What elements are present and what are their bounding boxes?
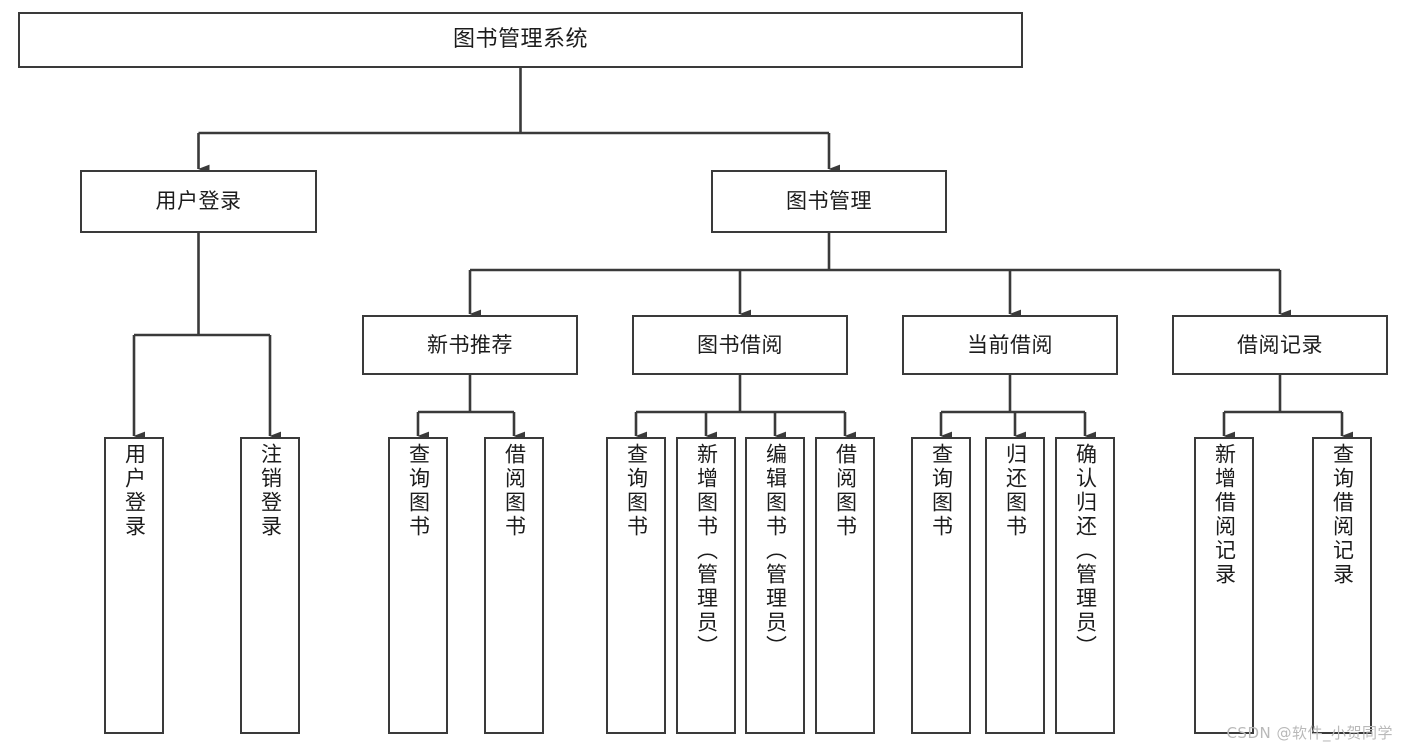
node-label: 用户登录 <box>155 189 242 214</box>
node-leaf_query_book_2[interactable]: 查询图书 <box>606 437 666 734</box>
node-label: 当前借阅 <box>967 332 1053 357</box>
node-label: 图书借阅 <box>697 332 783 357</box>
watermark-text: CSDN @软件_小贺同学 <box>1226 724 1393 742</box>
node-label: 图书管理 <box>786 189 872 214</box>
node-root-图书管理系统[interactable]: 图书管理系统 <box>18 12 1023 68</box>
node-leaf_borrow_book_1[interactable]: 借阅图书 <box>484 437 544 734</box>
node-label: 借阅记录 <box>1237 332 1323 357</box>
node-label: 借阅图书 <box>833 443 858 539</box>
node-leaf_add_book[interactable]: 新增图书（管理员） <box>676 437 736 734</box>
node-label: 编辑图书（管理员） <box>763 443 788 659</box>
node-leaf_edit_book[interactable]: 编辑图书（管理员） <box>745 437 805 734</box>
node-leaf_user_logout[interactable]: 注销登录 <box>240 437 300 734</box>
node-book_mgmt[interactable]: 图书管理 <box>711 170 947 233</box>
node-label: 查询图书 <box>624 443 649 539</box>
node-book_borrow[interactable]: 图书借阅 <box>632 315 848 375</box>
node-user_login[interactable]: 用户登录 <box>80 170 317 233</box>
node-label: 新增图书（管理员） <box>694 443 719 659</box>
node-new_book_rec[interactable]: 新书推荐 <box>362 315 578 375</box>
node-leaf_add_record[interactable]: 新增借阅记录 <box>1194 437 1254 734</box>
node-leaf_query_book_1[interactable]: 查询图书 <box>388 437 448 734</box>
node-label: 图书管理系统 <box>452 27 588 53</box>
node-label: 归还图书 <box>1003 443 1028 539</box>
node-label: 新书推荐 <box>427 332 513 357</box>
node-label: 查询图书 <box>406 443 431 539</box>
node-label: 注销登录 <box>258 443 283 539</box>
node-leaf_confirm_return[interactable]: 确认归还（管理员） <box>1055 437 1115 734</box>
node-leaf_user_login[interactable]: 用户登录 <box>104 437 164 734</box>
node-current_borrow[interactable]: 当前借阅 <box>902 315 1118 375</box>
node-label: 查询图书 <box>929 443 954 539</box>
node-leaf_query_record[interactable]: 查询借阅记录 <box>1312 437 1372 734</box>
node-label: 查询借阅记录 <box>1330 443 1355 587</box>
node-leaf_borrow_book_2[interactable]: 借阅图书 <box>815 437 875 734</box>
node-label: 确认归还（管理员） <box>1073 443 1098 659</box>
node-leaf_return_book[interactable]: 归还图书 <box>985 437 1045 734</box>
node-label: 新增借阅记录 <box>1212 443 1237 587</box>
node-leaf_query_book_3[interactable]: 查询图书 <box>911 437 971 734</box>
node-label: 用户登录 <box>122 443 147 539</box>
node-label: 借阅图书 <box>502 443 527 539</box>
node-borrow_record[interactable]: 借阅记录 <box>1172 315 1388 375</box>
